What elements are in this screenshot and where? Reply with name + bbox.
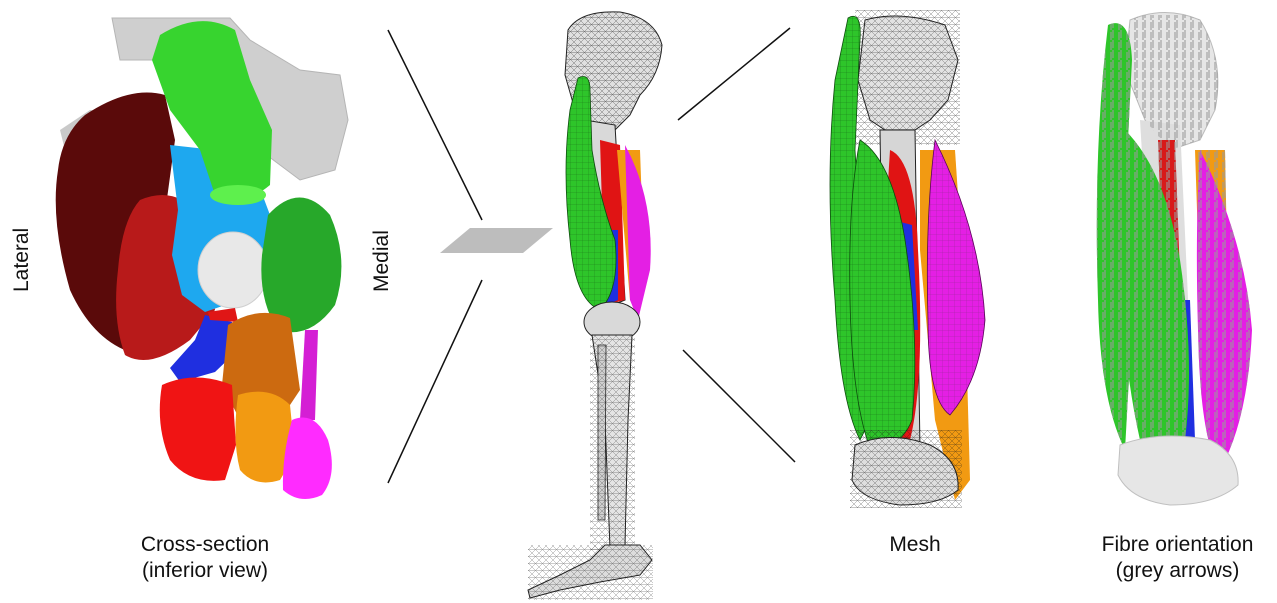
fibre-arrows xyxy=(1093,15,1255,485)
label-fibre-orientation: Fibre orientation (grey arrows) xyxy=(1085,532,1270,584)
cross-section-panel xyxy=(56,18,348,499)
leg-panel xyxy=(528,12,664,600)
muscle-magenta xyxy=(283,418,332,500)
label-cross-section: Cross-section (inferior view) xyxy=(120,532,290,584)
leader-line-lower-left xyxy=(388,280,482,483)
leader-line-upper-right xyxy=(678,28,790,120)
muscle-green-medial xyxy=(261,198,341,333)
section-plane-indicator xyxy=(388,30,553,483)
muscle-magenta-strap xyxy=(300,330,318,420)
label-cross-section-line2: (inferior view) xyxy=(120,558,290,584)
leader-line-upper-left xyxy=(388,30,482,220)
section-plane xyxy=(440,228,553,253)
muscle-red-lower xyxy=(160,378,236,481)
foot-mesh xyxy=(528,545,653,600)
mesh-pelvis-grid xyxy=(855,10,960,145)
leader-line-lower-right xyxy=(683,350,795,462)
tibia-mesh xyxy=(590,335,635,550)
label-fibre-line1: Fibre orientation xyxy=(1085,532,1270,558)
fibre-panel xyxy=(1093,13,1255,506)
label-lateral: Lateral xyxy=(10,232,34,292)
label-medial: Medial xyxy=(370,232,394,292)
femur-section xyxy=(198,232,268,308)
label-mesh: Mesh xyxy=(870,532,960,558)
mesh-knee-grid xyxy=(850,430,962,508)
label-cross-section-line1: Cross-section xyxy=(120,532,290,558)
zoom-leader-lines xyxy=(678,28,795,462)
mesh-panel xyxy=(825,10,987,508)
label-fibre-line2: (grey arrows) xyxy=(1085,558,1270,584)
fibre-knee xyxy=(1118,436,1238,505)
muscle-green-tube-end xyxy=(210,185,266,205)
